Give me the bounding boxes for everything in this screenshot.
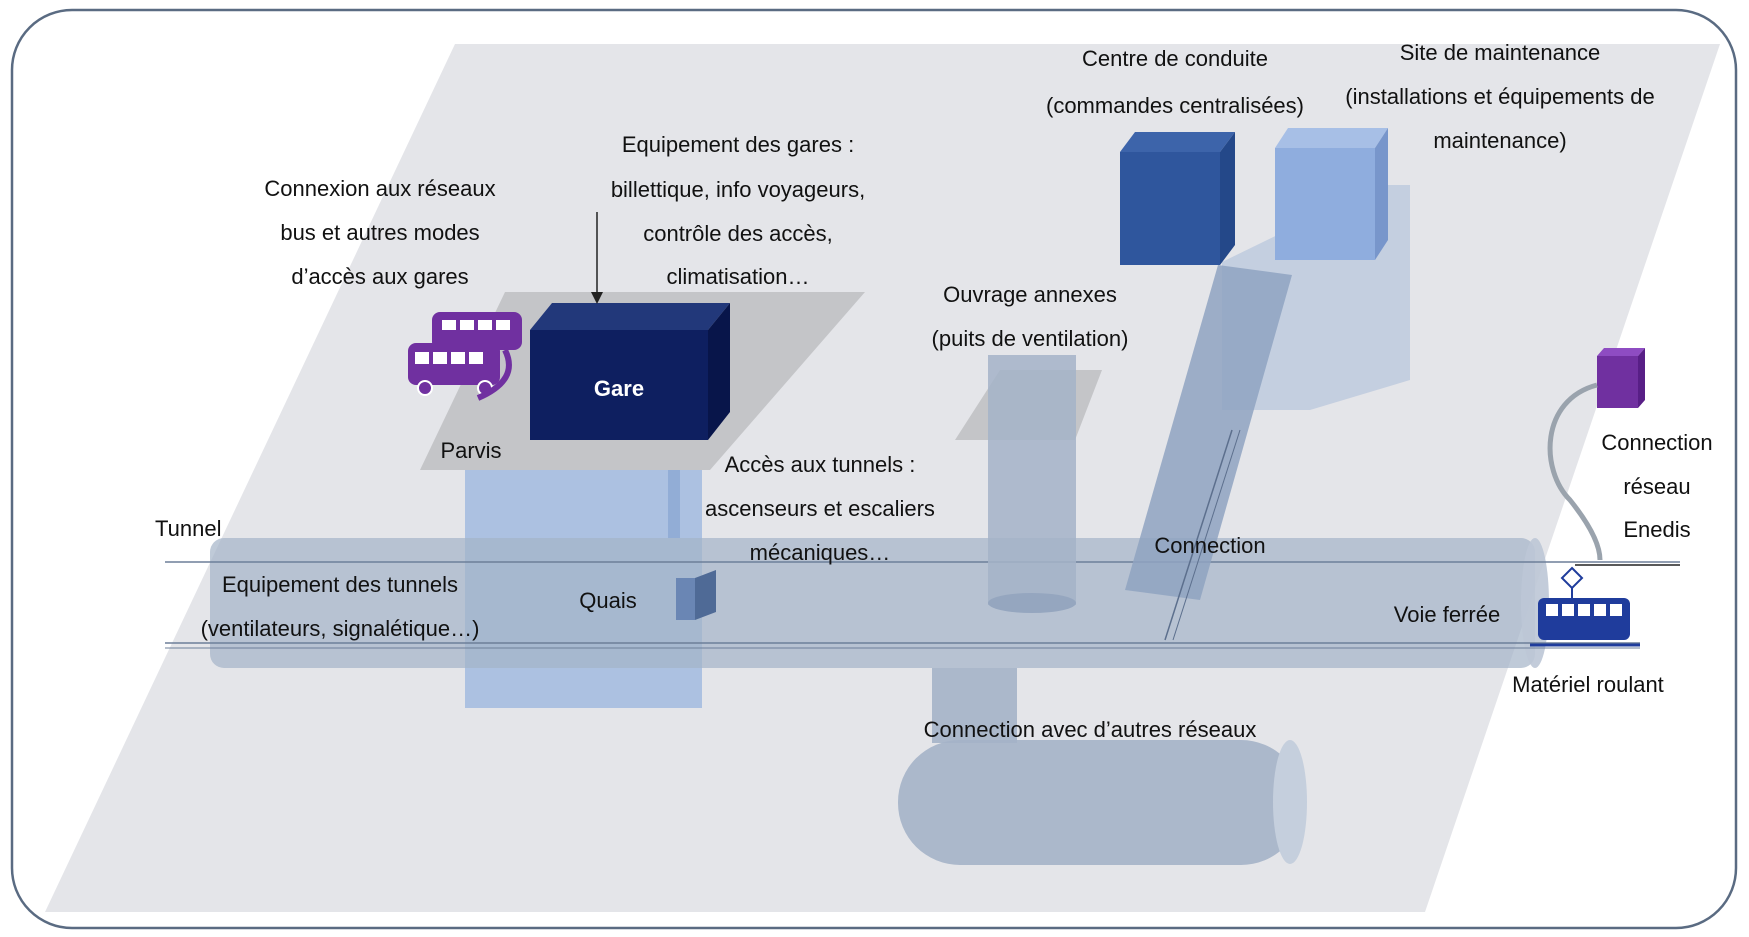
site-label-3: maintenance): [1433, 128, 1566, 153]
enedis-cable: [1547, 382, 1603, 561]
equip-gares-label-2: billettique, info voyageurs,: [611, 177, 865, 202]
connection-ramp: [1125, 265, 1292, 600]
connexion-label-1: Connexion aux réseaux: [264, 176, 495, 201]
acces-label-3: mécaniques…: [750, 540, 891, 565]
site-cube: [1275, 148, 1375, 260]
equip-gares-label-1: Equipement des gares :: [622, 132, 854, 157]
ventilation-shaft-bottom: [988, 593, 1076, 613]
equip-gares-label-3: contrôle des accès,: [643, 221, 833, 246]
gares-arrowhead: [591, 292, 603, 304]
centre-cube: [1120, 152, 1220, 265]
train-icon: [1530, 566, 1640, 647]
enedis-cube: [1597, 356, 1638, 408]
ventilation-shaft: [988, 355, 1076, 605]
autres-reseaux-label: Connection avec d’autres réseaux: [924, 717, 1257, 742]
access-shaft: [668, 470, 680, 538]
ramp-rail-1: [1164, 429, 1233, 641]
centre-label-2: (commandes centralisées): [1046, 93, 1304, 118]
enedis-cube-top: [1597, 348, 1645, 356]
other-networks-tube: [898, 740, 1303, 865]
site-label-1: Site de maintenance: [1400, 40, 1601, 65]
quais-label: Quais: [579, 588, 636, 613]
equip-tunnels-label-2: (ventilateurs, signalétique…): [201, 616, 480, 641]
parvis-label: Parvis: [440, 438, 501, 463]
acces-label-1: Accès aux tunnels :: [725, 452, 916, 477]
site-cube-side: [1375, 128, 1388, 260]
connexion-label-3: d’accès aux gares: [291, 264, 468, 289]
connection-label: Connection: [1154, 533, 1265, 558]
down-connection: [932, 668, 1017, 743]
site-cube-top: [1275, 128, 1388, 148]
enedis-cube-side: [1638, 348, 1645, 408]
other-networks-end: [1273, 740, 1307, 864]
tunnel-label: Tunnel: [155, 516, 221, 541]
centre-label-1: Centre de conduite: [1082, 46, 1268, 71]
centre-cube-top: [1120, 132, 1235, 152]
enedis-label-3: Enedis: [1623, 517, 1690, 542]
centre-cube-side: [1220, 132, 1235, 265]
equip-gares-label-4: climatisation…: [666, 264, 809, 289]
materiel-label: Matériel roulant: [1512, 672, 1664, 697]
connexion-label-2: bus et autres modes: [280, 220, 479, 245]
ouvrage-label-1: Ouvrage annexes: [943, 282, 1117, 307]
equip-tunnels-label-1: Equipement des tunnels: [222, 572, 458, 597]
ramp-rail-2: [1172, 429, 1241, 641]
enedis-label-2: réseau: [1623, 474, 1690, 499]
bus-icon: [408, 312, 522, 401]
equipment-cube: [695, 570, 716, 620]
gare-box: [530, 330, 708, 440]
gare-label: Gare: [594, 376, 644, 401]
ouvrage-label-2: (puits de ventilation): [932, 326, 1129, 351]
acces-label-2: ascenseurs et escaliers: [705, 496, 935, 521]
site-label-2: (installations et équipements de: [1345, 84, 1654, 109]
equipment-cube-front: [676, 578, 695, 620]
gare-box-side: [708, 303, 730, 440]
gare-box-top: [530, 303, 730, 330]
enedis-label-1: Connection: [1601, 430, 1712, 455]
voie-label: Voie ferrée: [1394, 602, 1500, 627]
